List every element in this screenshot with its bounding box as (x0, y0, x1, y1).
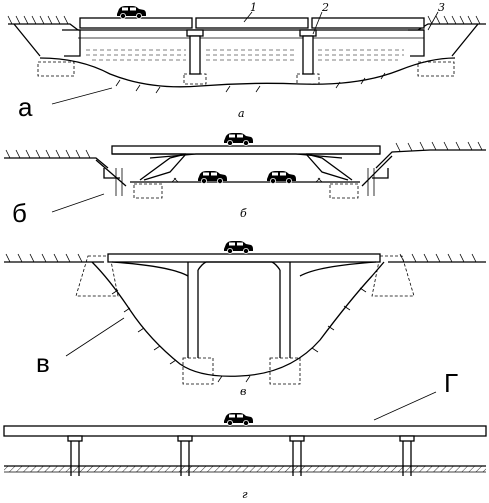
panel-v: в в (4, 240, 486, 398)
panel-caption-b: б (240, 207, 247, 220)
ground-b (4, 141, 486, 169)
abutment-left-v (75, 255, 119, 297)
haunch-v (111, 261, 377, 277)
leader-v (65, 317, 125, 357)
footing-right-b (329, 183, 359, 199)
frame-soffit-b (149, 153, 343, 159)
slopes-b (95, 155, 393, 187)
abutment-walls-b (103, 168, 389, 179)
abutment-right-a (408, 29, 455, 77)
pier-right-a (296, 29, 320, 85)
leader-b (51, 193, 105, 213)
river-bed-a (39, 57, 456, 88)
callout-3: 3 (438, 1, 445, 14)
panel-letter-b: б (12, 198, 27, 228)
callouts-a: 1 2 3 (243, 1, 445, 35)
abutment-left-a (37, 29, 81, 77)
panel-b: б б (4, 132, 486, 228)
deck-v (107, 253, 381, 263)
lower-road-marks-b (171, 177, 323, 183)
car-icon-g (223, 412, 254, 427)
panel-caption-a: а (238, 107, 245, 120)
panel-letter-v: в (36, 348, 50, 378)
panel-caption-g: г (242, 488, 248, 501)
panel-g: Г г (3, 368, 487, 501)
ground-g (4, 465, 486, 473)
leader-a (51, 87, 113, 105)
deck-g (3, 425, 487, 437)
panel-letter-g: Г (444, 368, 458, 398)
slope-right-a (451, 23, 479, 57)
pier-left-a (183, 29, 207, 85)
car-icon-v (223, 240, 254, 255)
callout-2: 2 (321, 1, 329, 14)
ground-v (4, 253, 486, 263)
car-icon-a (116, 5, 147, 19)
deck-spans-a (78, 17, 425, 39)
panel-a: 1 2 3 а а (7, 1, 486, 122)
leader-g (373, 391, 437, 421)
footing-right-v (269, 357, 301, 385)
deck-b (111, 145, 381, 155)
callout-1: 1 (250, 1, 257, 14)
panel-letter-a: а (18, 92, 33, 122)
piers-v (187, 261, 291, 358)
car-icon-b-top (223, 132, 254, 147)
water-a (86, 49, 404, 61)
footing-left-v (182, 357, 214, 385)
ravine-profile-v (91, 261, 385, 377)
bed-hatch-a (115, 72, 386, 94)
frame-struts-b (143, 153, 349, 181)
panel-caption-v: в (240, 385, 246, 398)
footing-left-b (133, 183, 163, 199)
slope-left-a (13, 23, 41, 57)
ravine-hatch-v (111, 287, 367, 383)
